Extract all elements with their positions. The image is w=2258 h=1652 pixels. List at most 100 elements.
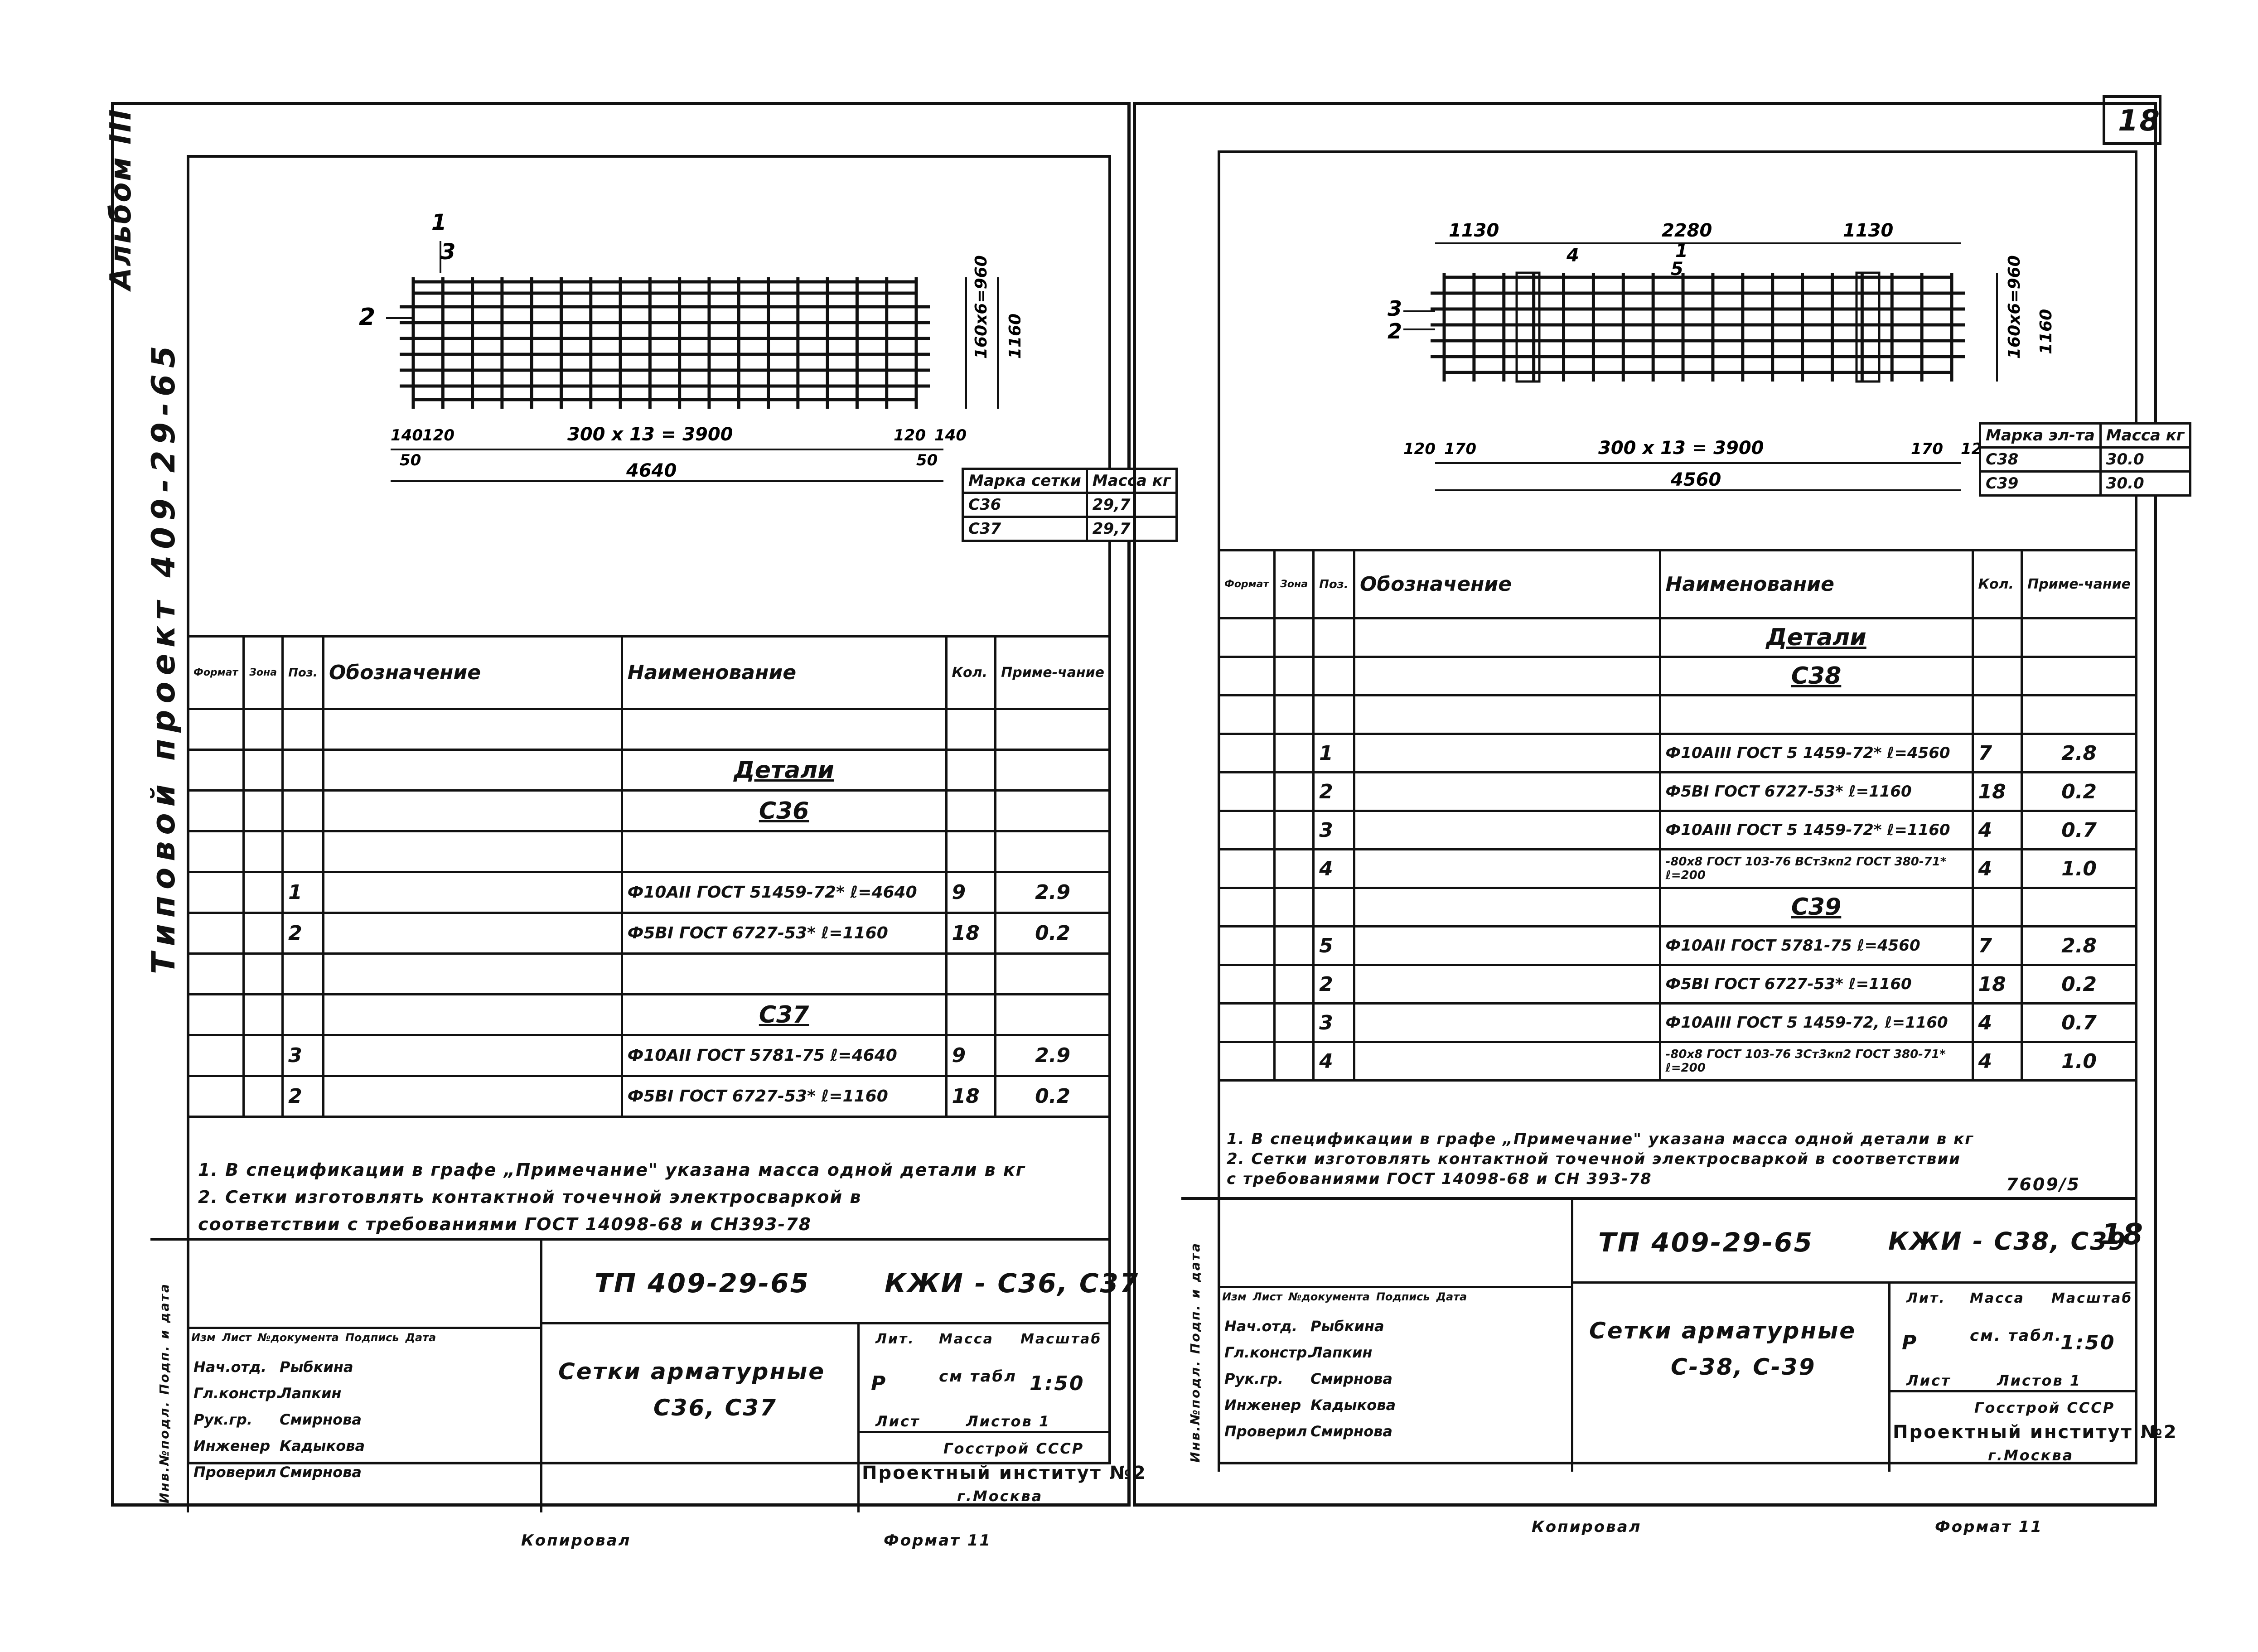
spec-pos: 2 bbox=[1312, 771, 1355, 812]
tb-mass: Масса bbox=[939, 1331, 994, 1347]
tb-mark: КЖИ - С36, С37 bbox=[885, 1268, 1140, 1299]
spec-name: Ф10АII ГОСТ 5781-75 ℓ=4640 bbox=[620, 1034, 948, 1077]
page-number-box: 18 bbox=[2103, 95, 2161, 145]
spec-name: -80x8 ГОСТ 103-76 3Ст3кп2 ГОСТ 380-71* ℓ… bbox=[1658, 1041, 1974, 1082]
note-line: с требованиями ГОСТ 14098-68 и СН 393-78 bbox=[1227, 1170, 1652, 1188]
dim-120-right: 120 bbox=[894, 426, 926, 444]
dim-1130-right: 1130 bbox=[1843, 220, 1893, 241]
tb-sheet-no: 18 bbox=[2101, 1218, 2145, 1251]
spec-pos: 3 bbox=[1312, 1002, 1355, 1043]
mass-mark: С38 bbox=[1979, 446, 2102, 473]
spec-name: Ф5ВI ГОСТ 6727-53* ℓ=1160 bbox=[1658, 964, 1974, 1005]
spec-header-qty: Кол. bbox=[1971, 549, 2023, 619]
dim-total-4640: 4640 bbox=[626, 460, 677, 481]
dim-140-right: 140 bbox=[934, 426, 967, 444]
tb-scale-value: 1:50 bbox=[1030, 1372, 1085, 1395]
spec-name: Ф5ВI ГОСТ 6727-53* ℓ=1160 bbox=[620, 912, 948, 955]
spec-pos: 4 bbox=[1312, 848, 1355, 889]
tb-title: Сетки арматурные bbox=[558, 1358, 826, 1385]
title-block-c36: ТП 409-29-65 КЖИ - С36, С37 Сетки армату… bbox=[150, 1238, 1146, 1512]
note-line: 1. В спецификации в графе „Примечание" у… bbox=[198, 1160, 1026, 1180]
tb-sheet: Лист bbox=[875, 1413, 920, 1430]
tb-code: ТП 409-29-65 bbox=[595, 1268, 810, 1299]
copied-label: Копировал bbox=[521, 1531, 631, 1550]
spec-note: 1.0 bbox=[2021, 848, 2137, 889]
tb-sheet: Лист bbox=[1906, 1372, 1951, 1389]
tb-rev-headers: Изм Лист №документа Подпись Дата bbox=[191, 1331, 436, 1344]
spec-table-c36: Формат Зона Поз. Обозначение Наименовани… bbox=[186, 635, 1111, 1118]
stamp-sideways: Инв.№подл. Подп. и дата bbox=[1188, 1242, 1203, 1463]
spec-note: 0.7 bbox=[2021, 1002, 2137, 1043]
tb-scale: Масштаб bbox=[1020, 1331, 1102, 1347]
stamp-sideways: Инв.№подл. Подп. и дата bbox=[157, 1283, 172, 1503]
mass-mark: С37 bbox=[962, 516, 1088, 542]
dim-1130-left: 1130 bbox=[1449, 220, 1499, 241]
spec-note: 2.8 bbox=[2021, 733, 2137, 773]
role: Гл.констр. bbox=[193, 1385, 282, 1402]
role: Гл.констр. bbox=[1224, 1344, 1313, 1361]
role: Проверил bbox=[193, 1464, 276, 1481]
tb-org3: г.Москва bbox=[957, 1488, 1043, 1505]
dim-170-right: 170 bbox=[1911, 440, 1943, 458]
spec-note: 2.9 bbox=[994, 1034, 1111, 1077]
tb-people: Нач.отд.Рыбкина Гл.констр.Лапкин Рук.гр.… bbox=[193, 1354, 365, 1485]
sheet-c36-c37: 1 3 2 300 x 13 = 3900 4640 140 120 120 1… bbox=[111, 102, 1178, 1512]
spec-qty: 18 bbox=[945, 912, 997, 955]
spec-qty: 18 bbox=[1971, 771, 2023, 812]
spec-note: 2.9 bbox=[994, 871, 1111, 914]
copied-label: Копировал bbox=[1532, 1518, 1642, 1536]
rev-header: Дата bbox=[1436, 1290, 1467, 1303]
spec-header-designation: Обозначение bbox=[1353, 549, 1661, 619]
mass-mark: С39 bbox=[1979, 470, 2102, 497]
mass-mark: С36 bbox=[962, 492, 1088, 518]
spec-pos: 3 bbox=[281, 1034, 324, 1077]
spec-header-pos: Поз. bbox=[1312, 549, 1355, 619]
rev-header: Подпись bbox=[345, 1331, 399, 1344]
spec-qty: 18 bbox=[945, 1075, 997, 1118]
rev-header: №документа bbox=[1288, 1290, 1370, 1303]
dim-vertical-960: 160x6=960 bbox=[2005, 255, 2024, 359]
pos-label-3: 3 bbox=[1388, 296, 1402, 321]
spec-name: Ф10АII ГОСТ 5781-75 ℓ=4560 bbox=[1658, 925, 1974, 966]
format-label: Формат 11 bbox=[1935, 1518, 2043, 1536]
role: Инженер bbox=[1224, 1396, 1301, 1414]
archive-number: 7609/5 bbox=[2006, 1174, 2081, 1194]
tb-mass: Масса bbox=[1970, 1290, 2025, 1306]
tb-subtitle: С-38, С-39 bbox=[1671, 1354, 1816, 1380]
spec-header-note: Приме-чание bbox=[2021, 549, 2137, 619]
person: Смирнова bbox=[280, 1464, 362, 1481]
person: Кадыкова bbox=[280, 1437, 365, 1454]
spec-header-format: Формат bbox=[1217, 549, 1276, 619]
mass-header-mass: Масса кг bbox=[2099, 422, 2191, 449]
mass-value: 29,7 bbox=[1085, 492, 1178, 518]
note-line: 2. Сетки изготовлять контактной точечной… bbox=[1227, 1150, 1961, 1168]
tb-sheets: Листов 1 bbox=[1997, 1372, 2082, 1389]
tb-code: ТП 409-29-65 bbox=[1598, 1227, 1813, 1258]
spec-table-c38: Формат Зона Поз. Обозначение Наименовани… bbox=[1217, 549, 2137, 1082]
spec-qty: 4 bbox=[1971, 1002, 2023, 1043]
dim-120-left: 120 bbox=[422, 426, 455, 444]
spec-header-pos: Поз. bbox=[281, 635, 324, 710]
tb-scale-value: 1:50 bbox=[2060, 1331, 2116, 1354]
spec-qty: 9 bbox=[945, 1034, 997, 1077]
mesh-drawing-c38: 1130 2280 1130 4 1 5 3 2 300 x 13 = 3900… bbox=[1388, 220, 2055, 491]
tb-sheets: Листов 1 bbox=[966, 1413, 1051, 1430]
spec-group-title: С39 bbox=[1658, 887, 1974, 927]
rev-header: №документа bbox=[257, 1331, 339, 1344]
spec-section-title: Детали bbox=[1658, 617, 1974, 658]
spec-group-title: С38 bbox=[1658, 656, 1974, 696]
role: Нач.отд. bbox=[1224, 1318, 1298, 1335]
tb-rev-headers: Изм Лист №документа Подпись Дата bbox=[1222, 1290, 1467, 1303]
page-number: 18 bbox=[2118, 104, 2161, 138]
tb-org3: г.Москва bbox=[1988, 1447, 2074, 1464]
dim-50-right: 50 bbox=[916, 451, 938, 469]
spec-qty: 4 bbox=[1971, 848, 2023, 889]
pos-label-3: 3 bbox=[440, 239, 455, 265]
spec-header-name: Наименование bbox=[1658, 549, 1974, 619]
spec-group-title: С36 bbox=[620, 789, 948, 832]
spec-name: Ф10АIII ГОСТ 5 1459-72* ℓ=1160 bbox=[1658, 810, 1974, 850]
rev-header: Подпись bbox=[1376, 1290, 1430, 1303]
person: Смирнова bbox=[280, 1411, 362, 1428]
dim-50-left: 50 bbox=[400, 451, 421, 469]
sheet-c38-c39: 1130 2280 1130 4 1 5 3 2 300 x 13 = 3900… bbox=[1133, 102, 2191, 1507]
